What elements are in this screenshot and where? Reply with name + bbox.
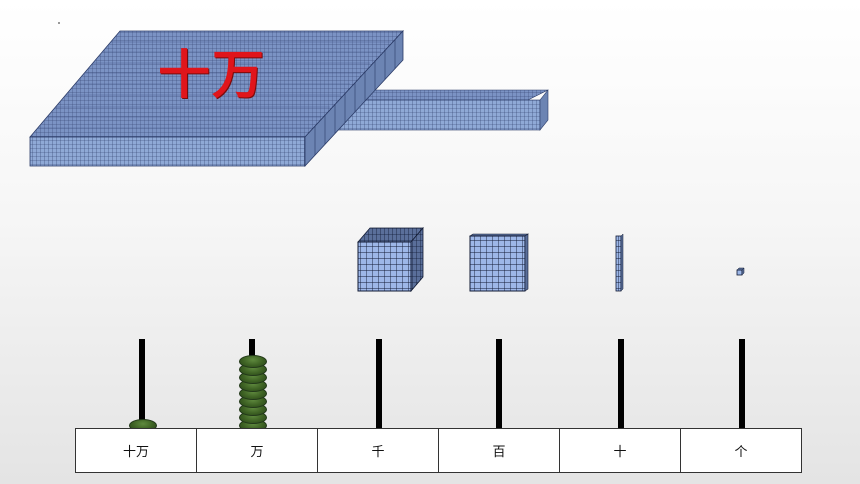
place-value-cell: 十 xyxy=(560,429,681,472)
place-value-table: 十万 万 千 百 十 个 xyxy=(75,428,802,473)
hundred-thousand-block xyxy=(29,29,549,168)
abacus-rod-thousands xyxy=(376,339,382,429)
abacus-rod-hundred-thousands xyxy=(139,339,145,429)
abacus-rod-ones xyxy=(739,339,745,429)
place-value-cell: 百 xyxy=(439,429,560,472)
stray-dot xyxy=(58,22,60,24)
unit-cube xyxy=(736,267,745,276)
hundred-flat xyxy=(469,233,529,292)
hundred-thousand-label: 十万 xyxy=(158,45,267,106)
place-value-cell: 个 xyxy=(734,445,748,460)
ten-rod xyxy=(615,233,624,292)
thousand-cube xyxy=(357,226,424,293)
place-value-cell: 十万 xyxy=(76,429,197,472)
abacus-rod-hundreds xyxy=(496,339,502,429)
place-value-cell: 万 xyxy=(197,429,318,472)
abacus-rod-tens xyxy=(618,339,624,429)
place-value-cell: 千 xyxy=(318,429,439,472)
abacus-bead xyxy=(239,355,267,368)
